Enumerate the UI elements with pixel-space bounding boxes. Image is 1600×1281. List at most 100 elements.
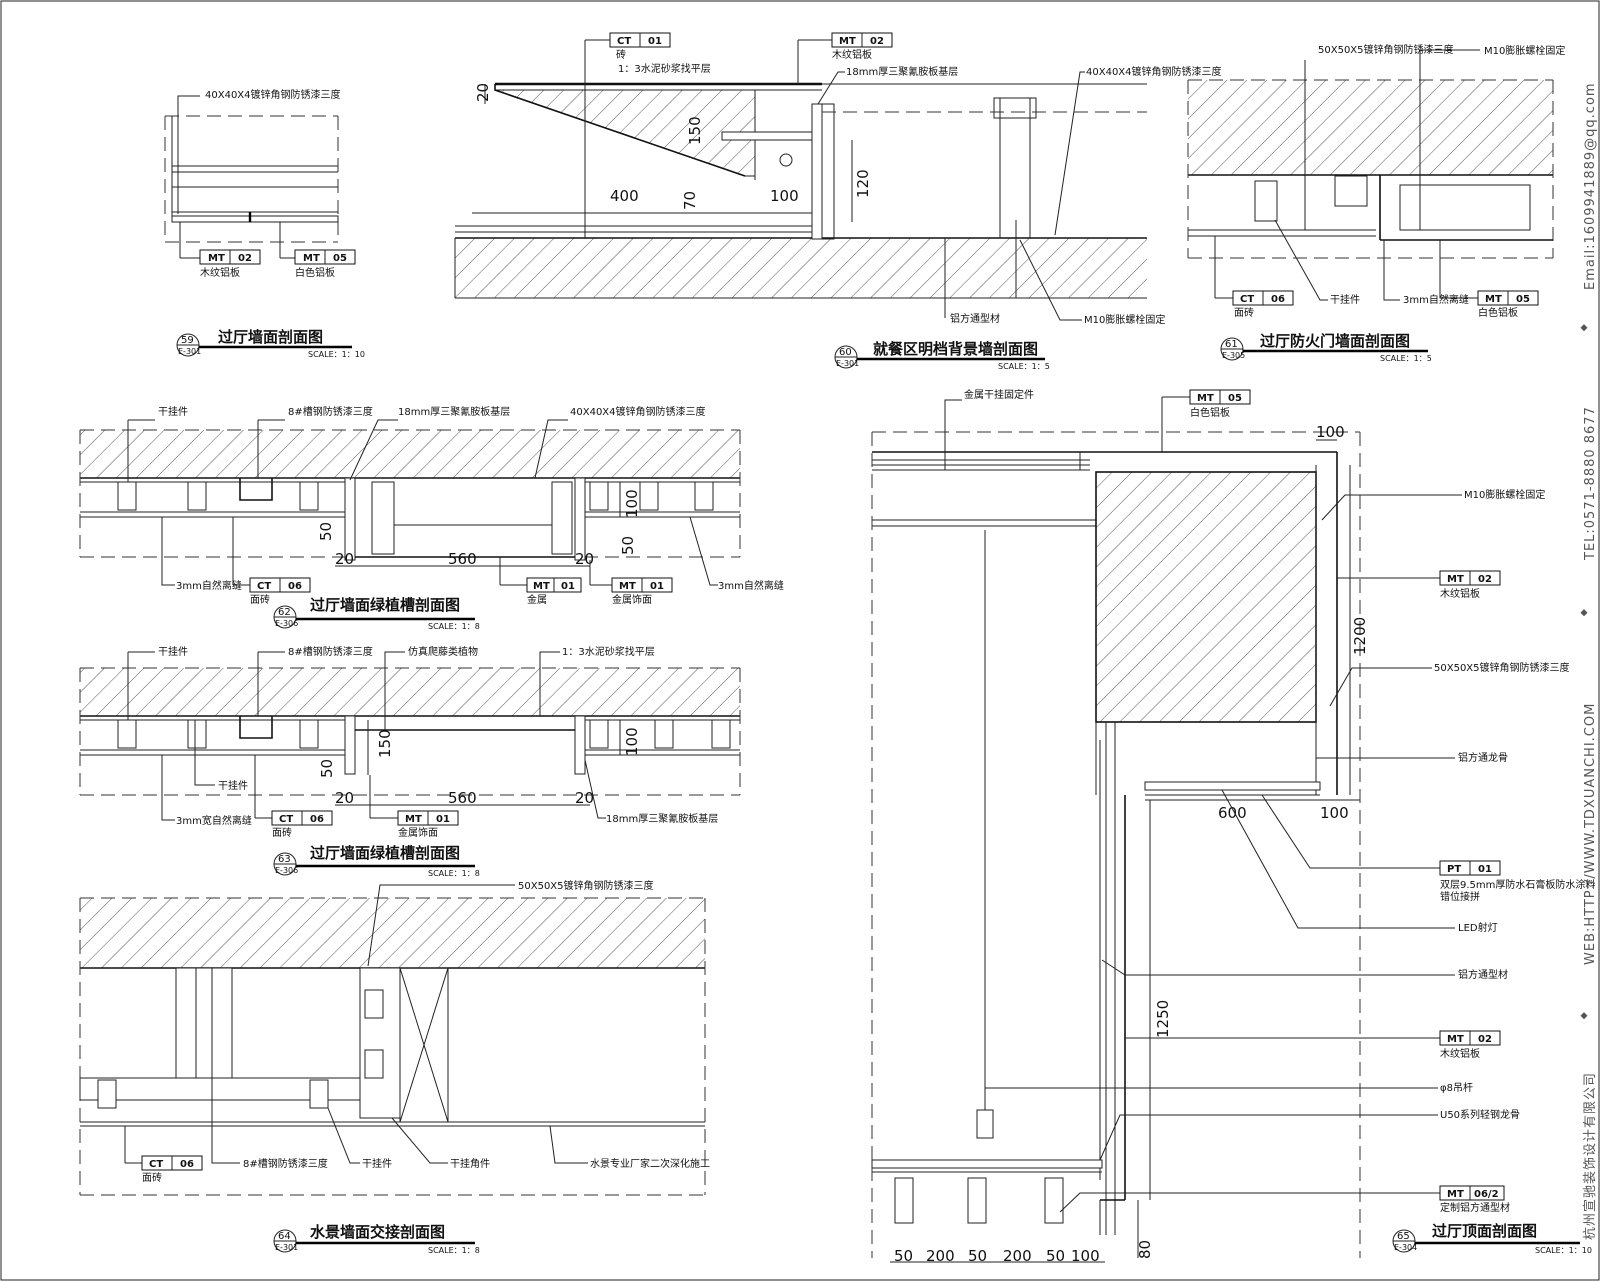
svg-text:双层9.5mm厚防水石膏板防水涂料: 双层9.5mm厚防水石膏板防水涂料: [1440, 878, 1595, 891]
svg-text:MT: MT: [303, 253, 320, 264]
side-web: WEB:HTTP://WWW.TDXUANCHI.COM: [1583, 703, 1598, 965]
svg-text:50: 50: [318, 759, 336, 778]
svg-text:01: 01: [650, 581, 664, 592]
svg-text:05: 05: [333, 253, 347, 264]
svg-text:面砖: 面砖: [272, 826, 292, 839]
svg-text:铝方通龙骨: 铝方通龙骨: [1458, 751, 1508, 764]
svg-text:50: 50: [619, 536, 637, 555]
s62-title: 过厅墙面绿植槽剖面图: [310, 596, 460, 614]
s63-tag-1: CT 06 面砖: [271, 810, 333, 839]
svg-text:1：3水泥砂浆找平层: 1：3水泥砂浆找平层: [618, 62, 711, 75]
svg-text:20: 20: [335, 789, 354, 807]
section-63: 150 50 100 20 560 20 干挂件 8#槽钢防锈漆三度 仿真爬藤类…: [79, 645, 741, 878]
svg-text:40X40X4镀锌角钢防锈漆三度: 40X40X4镀锌角钢防锈漆三度: [570, 405, 706, 418]
s65-tag-5: MT 06/2 定制铝方通型材: [1439, 1185, 1510, 1214]
svg-text:1250: 1250: [1154, 1000, 1172, 1038]
svg-text:SCALE：1：8: SCALE：1：8: [428, 869, 480, 878]
svg-text:砖: 砖: [616, 48, 626, 61]
svg-text:MT: MT: [619, 581, 636, 592]
svg-text:02: 02: [1478, 574, 1492, 585]
s61-tag-1: CT 06 面砖: [1232, 290, 1294, 319]
side-diamond-2: [1580, 609, 1588, 617]
svg-text:E-301: E-301: [836, 359, 859, 368]
svg-text:铝方通型材: 铝方通型材: [1458, 968, 1508, 981]
s63-tag-2: MT 01 金属饰面: [397, 810, 459, 839]
side-company: 杭州宣驰装饰设计有限公司: [1582, 1072, 1598, 1240]
svg-text:M10膨胀螺栓固定: M10膨胀螺栓固定: [1484, 44, 1565, 57]
svg-text:20: 20: [335, 550, 354, 568]
svg-text:干挂件: 干挂件: [158, 645, 188, 658]
svg-text:CT: CT: [149, 1159, 163, 1170]
s59-title: 过厅墙面剖面图: [218, 328, 323, 346]
svg-text:06/2: 06/2: [1474, 1189, 1499, 1200]
svg-text:05: 05: [1228, 393, 1242, 404]
side-diamond-1: [1580, 324, 1588, 332]
svg-text:木纹铝板: 木纹铝板: [832, 48, 872, 61]
side-diamond-3: [1580, 1012, 1588, 1020]
s61-title: 过厅防火门墙面剖面图: [1260, 332, 1410, 350]
svg-text:面砖: 面砖: [250, 593, 270, 606]
svg-text:01: 01: [648, 36, 662, 47]
svg-text:MT: MT: [1485, 294, 1502, 305]
s60-tag-2: MT 02 木纹铝板: [831, 32, 893, 61]
svg-text:3mm自然离缝: 3mm自然离缝: [176, 579, 242, 592]
svg-text:MT: MT: [533, 581, 550, 592]
svg-text:M10膨胀螺栓固定: M10膨胀螺栓固定: [1464, 488, 1545, 501]
svg-text:M10膨胀螺栓固定: M10膨胀螺栓固定: [1084, 313, 1165, 326]
svg-text:金属: 金属: [527, 593, 547, 606]
svg-text:面砖: 面砖: [142, 1171, 162, 1184]
svg-text:金属饰面: 金属饰面: [398, 826, 438, 839]
svg-text:01: 01: [561, 581, 575, 592]
svg-text:02: 02: [238, 253, 252, 264]
svg-text:50: 50: [968, 1247, 987, 1265]
svg-text:E-305: E-305: [1222, 351, 1245, 360]
s62-tag-2: MT 01 金属: [526, 577, 582, 606]
svg-text:干挂角件: 干挂角件: [450, 1157, 490, 1170]
svg-text:100: 100: [623, 489, 641, 518]
svg-text:100: 100: [1071, 1247, 1100, 1265]
svg-text:64: 64: [278, 1231, 291, 1242]
s59-tag-2: MT 05 白色铝板: [294, 249, 356, 279]
svg-text:CT: CT: [1240, 294, 1254, 305]
svg-text:E-306: E-306: [275, 866, 298, 875]
svg-text:18mm厚三聚氰胺板基层: 18mm厚三聚氰胺板基层: [606, 812, 718, 825]
svg-text:100: 100: [623, 727, 641, 756]
svg-text:LED射灯: LED射灯: [1458, 922, 1498, 934]
section-61: 50X50X5镀锌角钢防锈漆三度 M10膨胀螺栓固定 干挂件 3mm自然离缝 C…: [1187, 43, 1565, 363]
svg-text:金属干挂固定件: 金属干挂固定件: [964, 388, 1034, 401]
svg-text:E-306: E-306: [275, 619, 298, 628]
svg-text:20: 20: [575, 789, 594, 807]
svg-text:02: 02: [870, 36, 884, 47]
s64-title: 水景墙面交接剖面图: [310, 1223, 445, 1241]
svg-text:8#槽钢防锈漆三度: 8#槽钢防锈漆三度: [288, 405, 373, 418]
svg-text:3mm宽自然离缝: 3mm宽自然离缝: [176, 814, 252, 827]
svg-text:06: 06: [310, 814, 324, 825]
s60-title: 就餐区明档背景墙剖面图: [873, 340, 1038, 358]
svg-text:PT: PT: [1447, 864, 1461, 875]
svg-text:150: 150: [376, 729, 394, 758]
s62-tag-1: CT 06 面砖: [249, 577, 311, 606]
svg-text:50X50X5镀锌角钢防锈漆三度: 50X50X5镀锌角钢防锈漆三度: [1434, 661, 1570, 674]
svg-text:白色铝板: 白色铝板: [1190, 406, 1230, 419]
svg-text:3mm自然离缝: 3mm自然离缝: [718, 579, 784, 592]
svg-text:01: 01: [436, 814, 450, 825]
svg-text:59: 59: [181, 335, 194, 346]
svg-text:MT: MT: [1447, 1034, 1464, 1045]
svg-text:SCALE：1：10: SCALE：1：10: [308, 350, 365, 359]
side-tel: TEL:0571-8880 8677: [1583, 406, 1598, 561]
svg-text:50: 50: [894, 1247, 913, 1265]
svg-text:木纹铝板: 木纹铝板: [200, 266, 240, 279]
svg-text:50: 50: [1046, 1247, 1065, 1265]
svg-text:MT: MT: [1197, 393, 1214, 404]
svg-text:150: 150: [686, 116, 704, 145]
svg-text:20: 20: [474, 83, 492, 102]
svg-text:100: 100: [1320, 804, 1349, 822]
svg-text:金属饰面: 金属饰面: [612, 593, 652, 606]
svg-text:02: 02: [1478, 1034, 1492, 1045]
s64-tag-1: CT 06 面砖: [141, 1155, 203, 1184]
svg-text:SCALE：1：8: SCALE：1：8: [428, 622, 480, 631]
svg-text:06: 06: [180, 1159, 194, 1170]
svg-text:1：3水泥砂浆找平层: 1：3水泥砂浆找平层: [562, 645, 655, 658]
section-65: 100 1200 600 100 1250 80 50 200 50 200 5…: [871, 388, 1595, 1265]
